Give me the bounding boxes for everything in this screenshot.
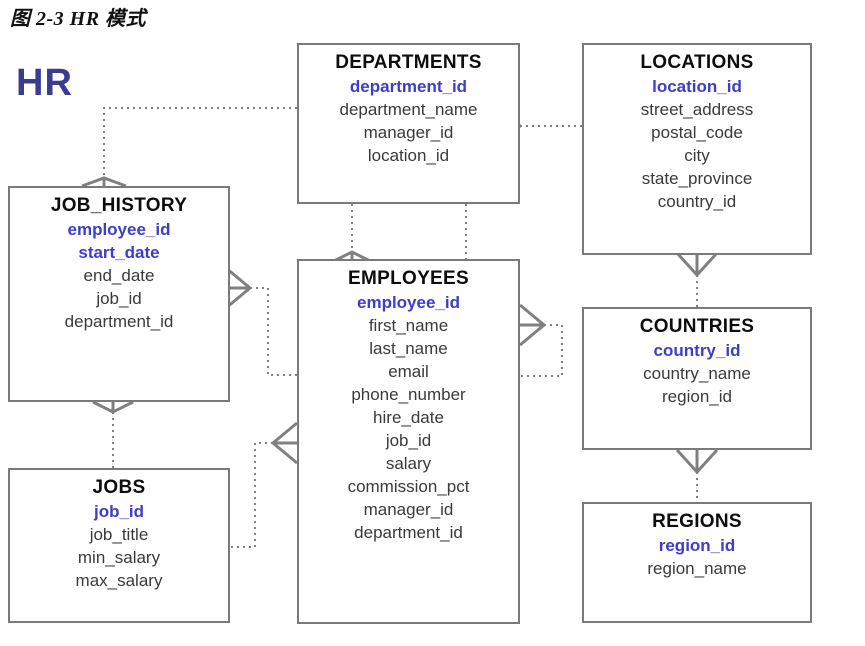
crowsfoot-jobhistory-right	[225, 266, 253, 310]
attribute-department-name: department_name	[339, 100, 478, 119]
attribute-department-id: department_id	[349, 77, 468, 96]
crowsfoot-employees-left-jobs	[270, 421, 298, 465]
entity-countries[interactable]: COUNTRIES country_id country_name region…	[582, 307, 812, 450]
schema-label-hr: HR	[16, 62, 73, 104]
attribute-manager-id: manager_id	[363, 123, 454, 142]
attribute-end-date: end_date	[83, 266, 155, 285]
attribute-region-id: region_id	[662, 387, 732, 406]
entity-title-regions: REGIONS	[652, 511, 742, 532]
attribute-location-id: location_id	[367, 146, 450, 165]
attribute-first-name: first_name	[368, 316, 449, 335]
entity-title-employees: EMPLOYEES	[348, 268, 469, 289]
connector-jobhistory-employees	[250, 287, 297, 376]
attribute-max-salary: max_salary	[75, 571, 163, 590]
attribute-department-id: department_id	[64, 312, 174, 331]
crowsfoot-countries-bottom	[675, 448, 719, 475]
connector-employees-jobs	[231, 442, 273, 548]
entity-regions[interactable]: REGIONS region_id region_name	[582, 502, 812, 623]
attribute-job-title: job_title	[89, 525, 149, 544]
entity-title-departments: DEPARTMENTS	[335, 52, 482, 73]
attribute-state-province: state_province	[641, 169, 753, 188]
attribute-start-date: start_date	[78, 243, 160, 262]
crowsfoot-employees-right	[519, 303, 547, 347]
entity-jobs[interactable]: JOBS job_id job_title min_salary max_sal…	[8, 468, 230, 623]
attribute-salary: salary	[385, 454, 432, 473]
attribute-min-salary: min_salary	[77, 548, 161, 567]
entity-title-countries: COUNTRIES	[639, 316, 755, 337]
attribute-location-id: location_id	[652, 77, 742, 96]
crowsfoot-jobhistory-top	[81, 176, 127, 188]
connector-departments-jobhistory	[103, 107, 297, 178]
attribute-hire-date: hire_date	[373, 408, 444, 427]
attribute-country-id: country_id	[657, 192, 737, 211]
attribute-commission-pct: commission_pct	[347, 477, 470, 496]
attribute-department-id: department_id	[354, 523, 463, 542]
entity-title-jobs: JOBS	[92, 477, 146, 498]
attribute-region-name: region_name	[647, 559, 747, 578]
attribute-job-id: job_id	[385, 431, 432, 450]
entity-job-history[interactable]: JOB_HISTORY employee_id start_date end_d…	[8, 186, 230, 402]
attribute-employee-id: employee_id	[67, 220, 171, 239]
attribute-postal-code: postal_code	[651, 123, 743, 142]
connector-employees-self-manager	[521, 324, 563, 377]
attribute-email: email	[388, 362, 429, 381]
attribute-manager-id: manager_id	[363, 500, 454, 519]
page-title: 图 2-3 HR 模式	[10, 8, 147, 30]
crowsfoot-locations-bottom	[675, 251, 719, 278]
attribute-country-id: country_id	[653, 341, 741, 360]
attribute-job-id: job_id	[96, 289, 142, 308]
attribute-last-name: last_name	[369, 339, 448, 358]
attribute-city: city	[684, 146, 710, 165]
attribute-job-id: job_id	[93, 502, 145, 521]
attribute-country-name: country_name	[643, 364, 751, 383]
entity-locations[interactable]: LOCATIONS location_id street_address pos…	[582, 43, 812, 255]
attribute-phone-number: phone_number	[351, 385, 466, 404]
entity-employees[interactable]: EMPLOYEES employee_id first_name last_na…	[297, 259, 520, 624]
entity-title-job-history: JOB_HISTORY	[50, 195, 188, 216]
attribute-employee-id: employee_id	[357, 293, 460, 312]
attribute-street-address: street_address	[640, 100, 754, 119]
crowsfoot-jobhistory-bottom	[92, 400, 134, 414]
entity-departments[interactable]: DEPARTMENTS department_id department_nam…	[297, 43, 520, 204]
attribute-region-id: region_id	[658, 536, 736, 555]
entity-title-locations: LOCATIONS	[640, 52, 754, 73]
